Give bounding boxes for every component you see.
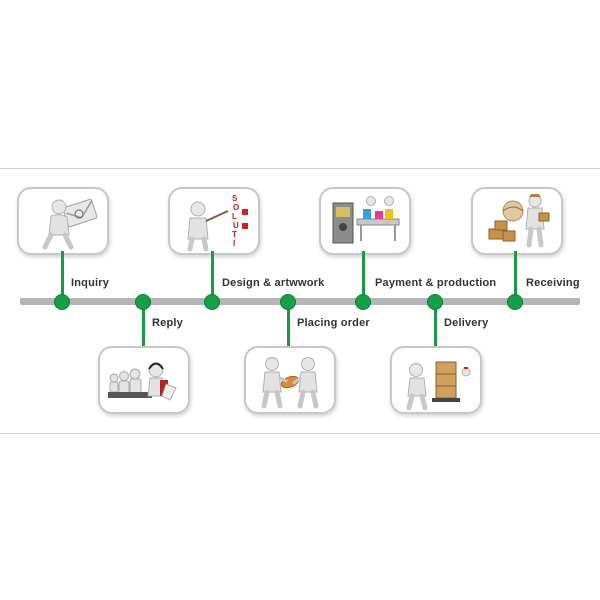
call-center-operators-icon	[108, 362, 177, 401]
node-placing-order	[281, 295, 295, 309]
stem-payment-production	[362, 251, 365, 301]
node-inquiry	[55, 295, 69, 309]
person-pushing-boxes-icon	[406, 361, 471, 411]
top-divider-line	[0, 168, 600, 169]
card-design: S O L U T I	[168, 187, 260, 255]
card-placing-order	[244, 346, 336, 414]
label-reply: Reply	[152, 317, 183, 329]
stem-reply	[142, 302, 145, 346]
svg-text:I: I	[233, 239, 235, 248]
svg-text:U: U	[233, 221, 239, 230]
person-presenting-solution-icon: S O L U T I	[187, 194, 248, 252]
label-design: Design & artwwork	[222, 277, 325, 289]
node-payment-production	[356, 295, 370, 309]
svg-text:O: O	[233, 203, 239, 212]
label-receiving: Receiving	[526, 277, 580, 289]
svg-text:L: L	[232, 212, 237, 221]
stem-design	[211, 251, 214, 301]
courier-with-parcels-icon	[488, 194, 550, 248]
card-payment-production	[319, 187, 411, 255]
card-reply	[98, 346, 190, 414]
label-payment-production: Payment & production	[375, 277, 497, 289]
label-placing-order: Placing order	[297, 317, 370, 329]
node-receiving	[508, 295, 522, 309]
svg-text:T: T	[232, 230, 237, 239]
stem-placing-order	[287, 302, 290, 346]
label-delivery: Delivery	[444, 317, 489, 329]
svg-text:S: S	[232, 194, 238, 203]
card-inquiry	[17, 187, 109, 255]
person-with-email-icon	[42, 198, 98, 250]
production-machine-icon	[332, 196, 400, 244]
stem-delivery	[434, 302, 437, 346]
stem-inquiry	[61, 251, 64, 301]
handshake-order-icon	[261, 357, 319, 409]
node-reply	[136, 295, 150, 309]
timeline-bar	[20, 298, 580, 305]
bottom-divider-line	[0, 433, 600, 434]
stem-receiving	[514, 251, 517, 301]
node-design	[205, 295, 219, 309]
node-delivery	[428, 295, 442, 309]
card-receiving	[471, 187, 563, 255]
label-inquiry: Inquiry	[71, 277, 110, 289]
card-delivery	[390, 346, 482, 414]
